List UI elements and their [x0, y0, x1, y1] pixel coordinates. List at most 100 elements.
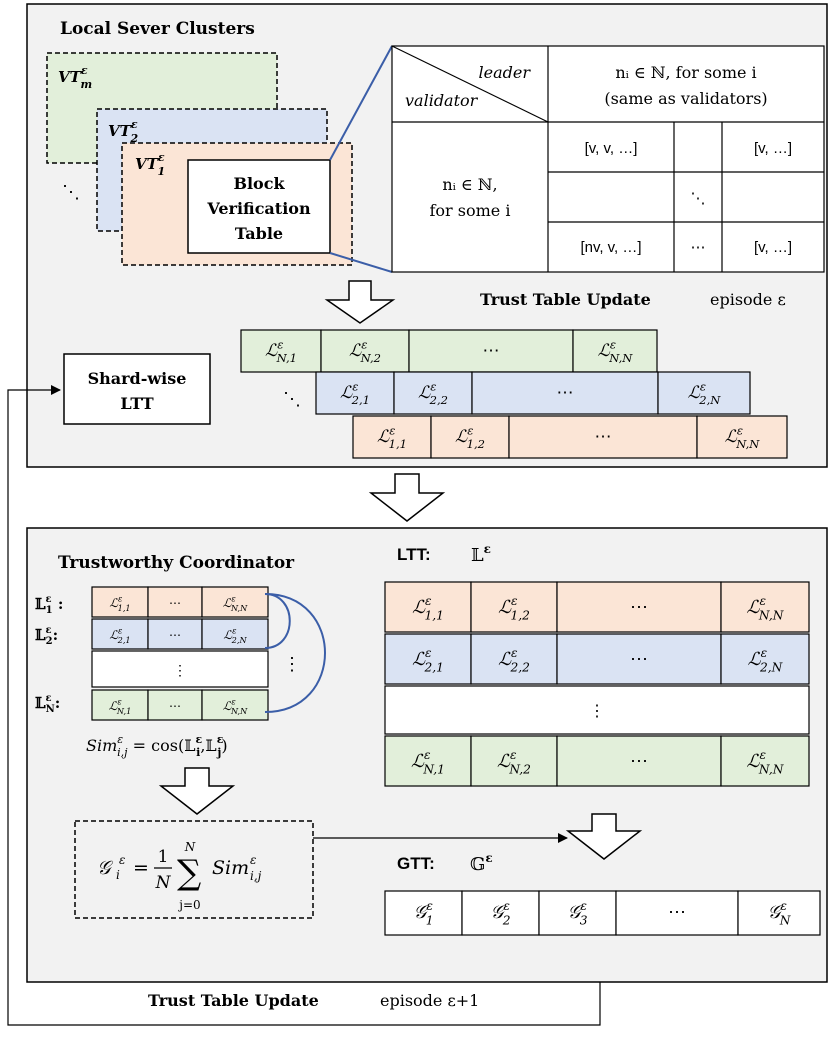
shard-table-cell-label: ⋯: [595, 427, 612, 447]
ltt-table-cell: [384, 735, 472, 787]
shard-table-cell: [240, 329, 322, 373]
shard-table-cell: [315, 371, 395, 415]
gtt-table-cell: [615, 890, 739, 936]
ltt-table-dots: ⋮: [589, 701, 605, 720]
ltt-table-cell-label: ⋯: [630, 597, 648, 618]
shard-table-cell-label: ⋯: [483, 341, 500, 361]
shard-table-cell: [430, 415, 510, 459]
gtt-label: GTT:: [397, 854, 435, 873]
mini-side-dots: ⋮: [283, 654, 301, 675]
ltt-label: LTT:: [397, 545, 431, 564]
matrix-col-header-1: nᵢ ∈ ℕ, for some i: [615, 63, 756, 82]
gtt-table-cell-label: ⋯: [668, 902, 686, 923]
ltt-table-cell: [720, 581, 810, 633]
zoom-connector-top: [329, 45, 393, 161]
matrix-cell-dots: ⋯: [691, 239, 706, 256]
vt-card-stack-dots: ⋱: [62, 182, 80, 203]
shard-table-cell: [657, 371, 751, 415]
shard-table-cell: [352, 415, 432, 459]
ltt-table-cell: [720, 735, 810, 787]
mini-table-cell: [147, 618, 203, 650]
matrix-col-header-2: (same as validators): [604, 89, 767, 108]
svg-text:𝒢: 𝒢: [97, 857, 114, 879]
shard-table-cell-label: ⋯: [557, 383, 574, 403]
gtt-table-cell: [384, 890, 463, 936]
similarity-arc-large: [264, 593, 326, 713]
gtt-table-cell: [538, 890, 617, 936]
ltt-table-gap-row: [384, 685, 810, 735]
svg-text:i,j: i,j: [250, 869, 262, 883]
svg-text:ε: ε: [119, 853, 125, 867]
block-verification-table-line3: Table: [235, 224, 283, 243]
gtt-table-cell: [737, 890, 821, 936]
ltt-table-cell: [470, 735, 558, 787]
ltt-symbol: 𝕃ε: [471, 542, 491, 566]
ltt-table-cell: [556, 735, 722, 787]
mini-table-cell: [201, 689, 269, 721]
global-trust-formula: 𝒢 ε i = 1 N ∑ N j=0 Sim ε i,j: [97, 840, 262, 912]
shard-table-cell: [393, 371, 473, 415]
shard-table-cell: [696, 415, 788, 459]
mini-table-cell: [147, 689, 203, 721]
episode-label-top: episode ε: [710, 290, 786, 309]
matrix-leader-label: leader: [479, 63, 532, 82]
down-arrow-3: [158, 767, 236, 815]
global-trust-formula-box: [74, 820, 314, 919]
shard-table-cell: [408, 329, 574, 373]
mini-table-cell: [91, 689, 149, 721]
mini-table-cell: [91, 618, 149, 650]
svg-text:N: N: [184, 840, 196, 854]
trust-update-label-top: Trust Table Update: [480, 290, 651, 309]
mini-table-dots: ⋮: [173, 663, 187, 679]
block-verification-table-line1: Block: [233, 174, 285, 193]
svg-text:1: 1: [158, 847, 169, 867]
matrix-cell: [v, v, …]: [585, 140, 638, 157]
shard-table-cell: [572, 329, 658, 373]
ltt-table-cell: [470, 581, 558, 633]
mini-table-gap-row: [91, 650, 269, 688]
shard-table-cell: [320, 329, 410, 373]
svg-text:=: =: [133, 857, 149, 879]
ltt-table-cell: [556, 633, 722, 685]
svg-text:∑: ∑: [177, 853, 201, 893]
ltt-table-cell-label: ⋯: [630, 751, 648, 772]
shard-table-cell: [471, 371, 659, 415]
mini-table-cell-label: ⋯: [169, 628, 181, 642]
matrix-cell: [v, …]: [754, 239, 792, 256]
matrix-row-header-2: for some i: [430, 201, 511, 220]
down-arrow-4: [565, 813, 643, 860]
stacked-rows-dots: ⋱: [283, 389, 301, 410]
svg-text:N: N: [155, 873, 172, 893]
block-verification-table-box: [187, 159, 331, 254]
down-arrow-2: [368, 473, 446, 522]
matrix-cell: [nv, v, …]: [580, 239, 641, 256]
matrix-validator-label: validator: [405, 91, 479, 110]
